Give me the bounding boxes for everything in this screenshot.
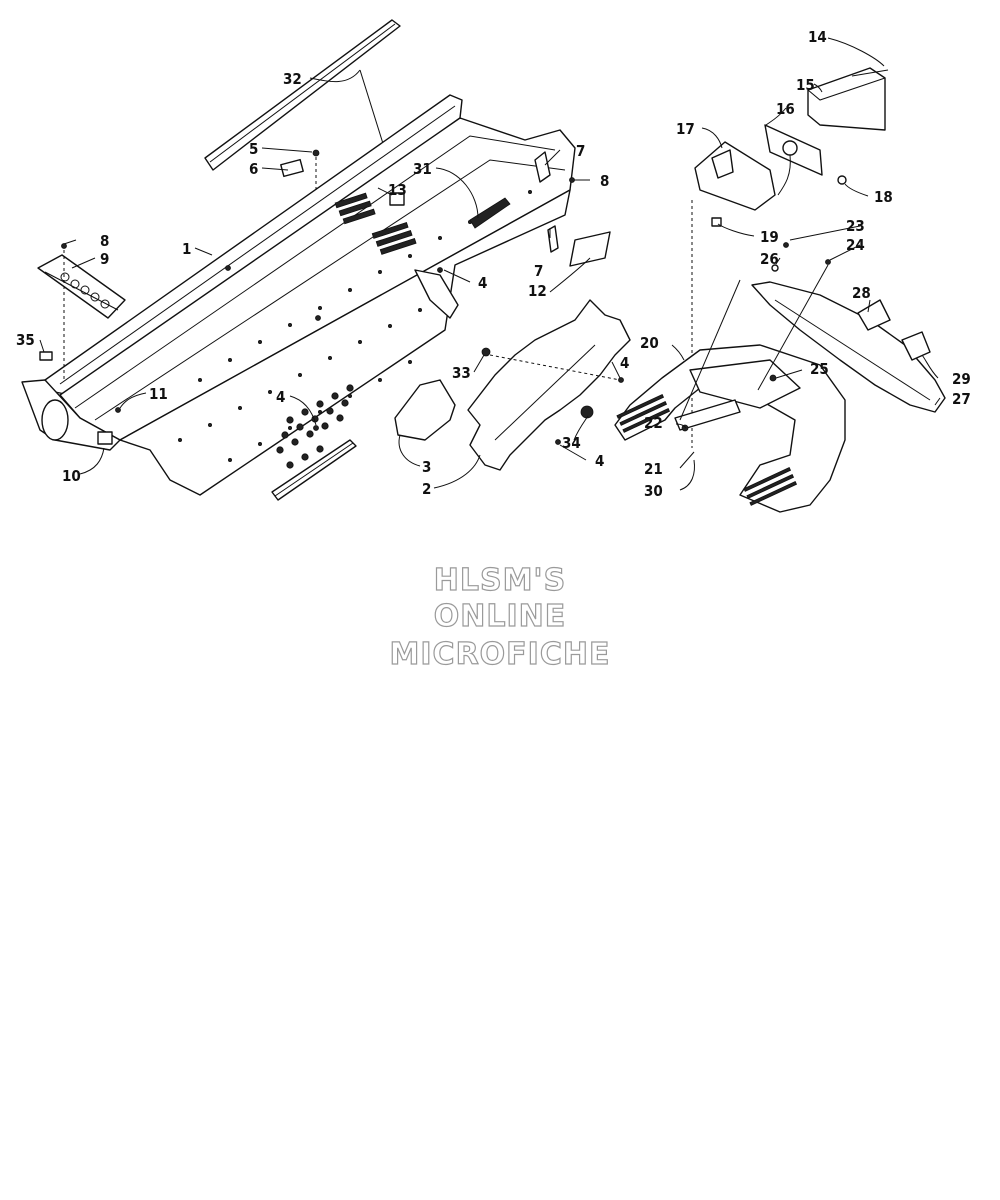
callout-4: 4	[595, 452, 604, 470]
part-1-tunnel	[21, 94, 576, 501]
callout-8: 8	[100, 232, 109, 250]
callout-18: 18	[874, 188, 893, 206]
callout-26: 26	[760, 250, 779, 268]
tail-light-assembly	[691, 67, 889, 448]
watermark-line-1: HLSM'S	[434, 563, 566, 598]
callout-20: 20	[640, 334, 659, 352]
callout-29: 29	[952, 370, 971, 388]
part-20-rear-bumper	[614, 344, 846, 513]
callout-16: 16	[776, 100, 795, 118]
callout-28: 28	[852, 284, 871, 302]
small-hardware	[39, 149, 611, 445]
callout-9: 9	[100, 250, 109, 268]
callout-14: 14	[808, 28, 827, 46]
callout-7: 7	[534, 262, 543, 280]
callout-19: 19	[760, 228, 779, 246]
callout-27: 27	[952, 390, 971, 408]
part-9-heat-shield	[37, 254, 126, 319]
callout-33: 33	[452, 364, 471, 382]
callout-30: 30	[644, 482, 663, 500]
callout-13: 13	[388, 181, 407, 199]
callout-32: 32	[283, 70, 302, 88]
callout-3: 3	[422, 458, 431, 476]
part-3-brackets	[394, 269, 459, 441]
callout-35: 35	[16, 331, 35, 349]
callout-labels: 32 5 6 31 13 7 8 8 9 1 7 12 4 35 11 4 10…	[16, 28, 971, 500]
watermark: HLSM'S ONLINE MICROFICHE	[389, 562, 611, 672]
callout-7: 7	[576, 142, 585, 160]
callout-6: 6	[249, 160, 258, 178]
watermark-line-2: ONLINE	[434, 599, 567, 634]
part-2-skid-plate	[467, 299, 631, 471]
callout-15: 15	[796, 76, 815, 94]
callout-10: 10	[62, 467, 81, 485]
callout-23: 23	[846, 217, 865, 235]
callout-4: 4	[478, 274, 487, 292]
callout-21: 21	[644, 460, 663, 478]
callout-31: 31	[413, 160, 432, 178]
callout-4: 4	[276, 388, 285, 406]
callout-12: 12	[528, 282, 547, 300]
callout-4: 4	[620, 354, 629, 372]
callout-22: 22	[644, 414, 663, 432]
callout-17: 17	[676, 120, 695, 138]
callout-11: 11	[149, 385, 168, 403]
callout-1: 1	[182, 240, 191, 258]
callout-8: 8	[600, 172, 609, 190]
callout-34: 34	[562, 434, 581, 452]
watermark-line-3: MICROFICHE	[390, 637, 611, 672]
callout-2: 2	[422, 480, 431, 498]
part-32-rail-strip	[204, 19, 401, 171]
callout-5: 5	[249, 140, 258, 158]
callout-25: 25	[810, 360, 829, 378]
callout-24: 24	[846, 236, 865, 254]
leader-lines	[39, 37, 941, 491]
